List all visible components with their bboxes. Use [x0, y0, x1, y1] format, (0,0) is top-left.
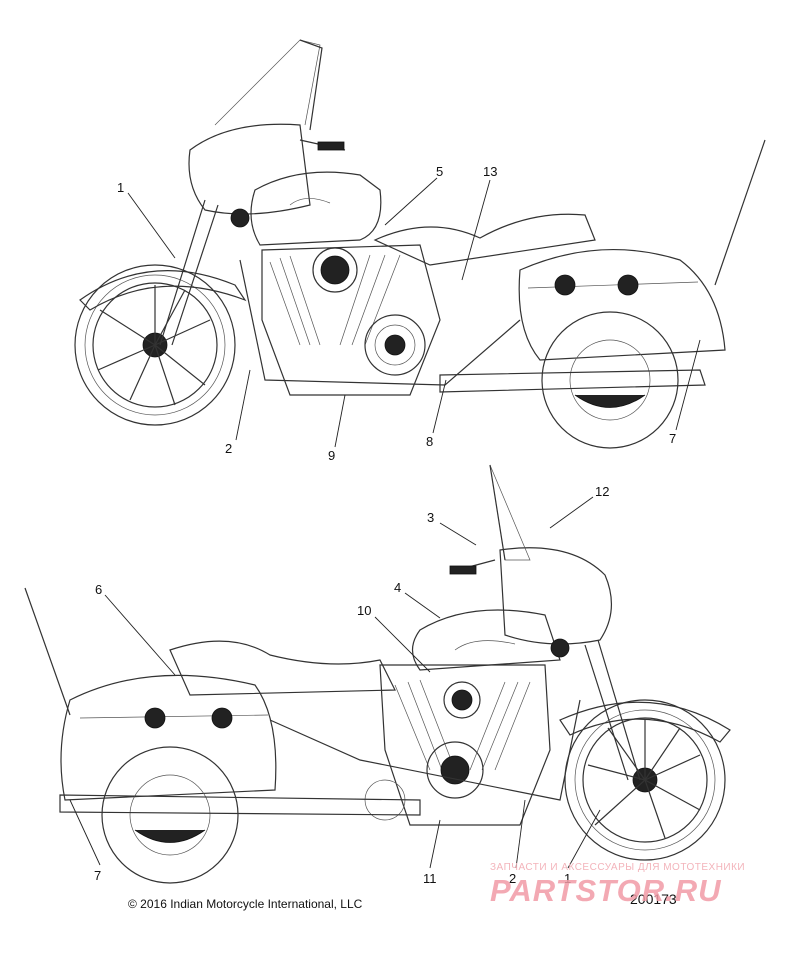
left-saddlebag: [60, 674, 277, 801]
callout-8-top: 8: [426, 434, 433, 449]
watermark-subtitle: ЗАПЧАСТИ И АКСЕССУАРЫ ДЛЯ МОТОТЕХНИКИ: [490, 862, 746, 873]
watermark-brand-logo: PARTSTOR.RU: [490, 873, 722, 908]
engine-block: [261, 244, 441, 396]
callout-13-top: 13: [483, 164, 497, 179]
copyright-notice: © 2016 Indian Motorcycle International, …: [128, 897, 363, 911]
callout-5-top: 5: [436, 164, 443, 179]
callout-1-top: 1: [117, 180, 124, 195]
front-wheel: [74, 264, 236, 426]
diagram-id-number: 200173: [630, 891, 677, 907]
bottom-callouts: 3 12 6 4 10 7 11 2 1: [69, 484, 609, 886]
right-saddlebag: [518, 249, 726, 361]
motorcycle-side-view-right: [24, 464, 731, 884]
callout-1-bottom: 1: [564, 871, 571, 886]
callout-3-bottom: 3: [427, 510, 434, 525]
callout-4-bottom: 4: [394, 580, 401, 595]
callout-7-bottom: 7: [94, 868, 101, 883]
callout-7-top: 7: [669, 431, 676, 446]
motorcycle-side-view-left: [74, 39, 766, 449]
callout-11-bottom: 11: [423, 871, 437, 886]
front-wheel: [564, 699, 726, 861]
callout-12-bottom: 12: [595, 484, 609, 499]
callout-6-bottom: 6: [95, 582, 102, 597]
callout-9-top: 9: [328, 448, 335, 463]
callout-2-bottom: 2: [509, 871, 516, 886]
callout-2-top: 2: [225, 441, 232, 456]
top-callouts: 1 5 13 2 9 8 7: [117, 164, 701, 463]
callout-10-bottom: 10: [357, 603, 371, 618]
